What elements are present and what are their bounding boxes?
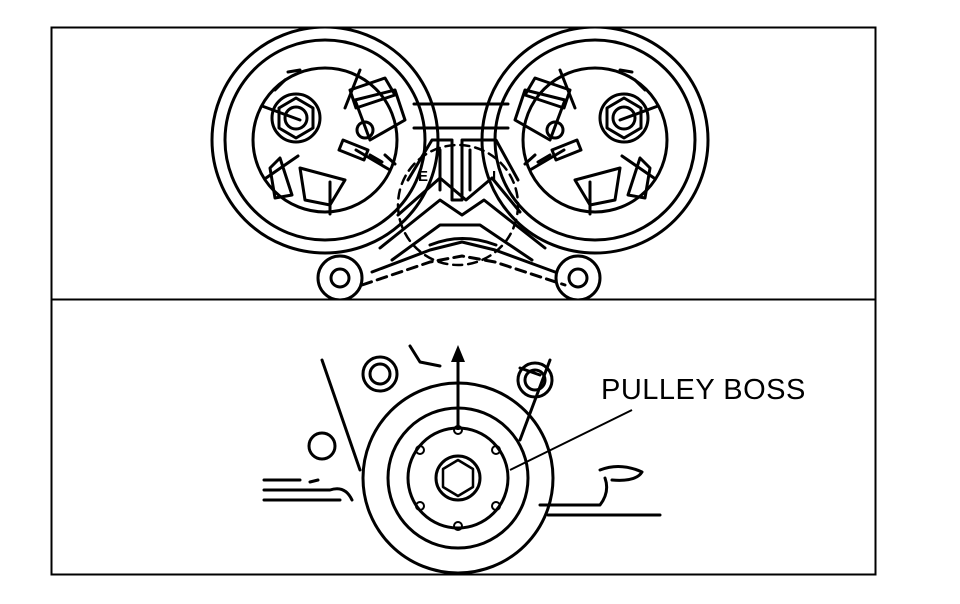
alignment-arrow bbox=[451, 345, 465, 430]
top-panel bbox=[210, 28, 710, 299]
cam-mark-left: E bbox=[418, 168, 428, 185]
alignment-circle bbox=[396, 143, 520, 267]
block-outline bbox=[320, 358, 552, 472]
pulley-boss-leader-line bbox=[509, 409, 633, 471]
right-cam-sprocket bbox=[480, 28, 710, 255]
left-cam-sprocket bbox=[210, 28, 440, 255]
center-crossbar bbox=[412, 102, 510, 130]
pulley-boss-label: PULLEY BOSS bbox=[601, 374, 806, 406]
cam-mark-right: I bbox=[492, 168, 496, 185]
lower-housing bbox=[316, 237, 602, 299]
figure-frame bbox=[50, 26, 877, 576]
